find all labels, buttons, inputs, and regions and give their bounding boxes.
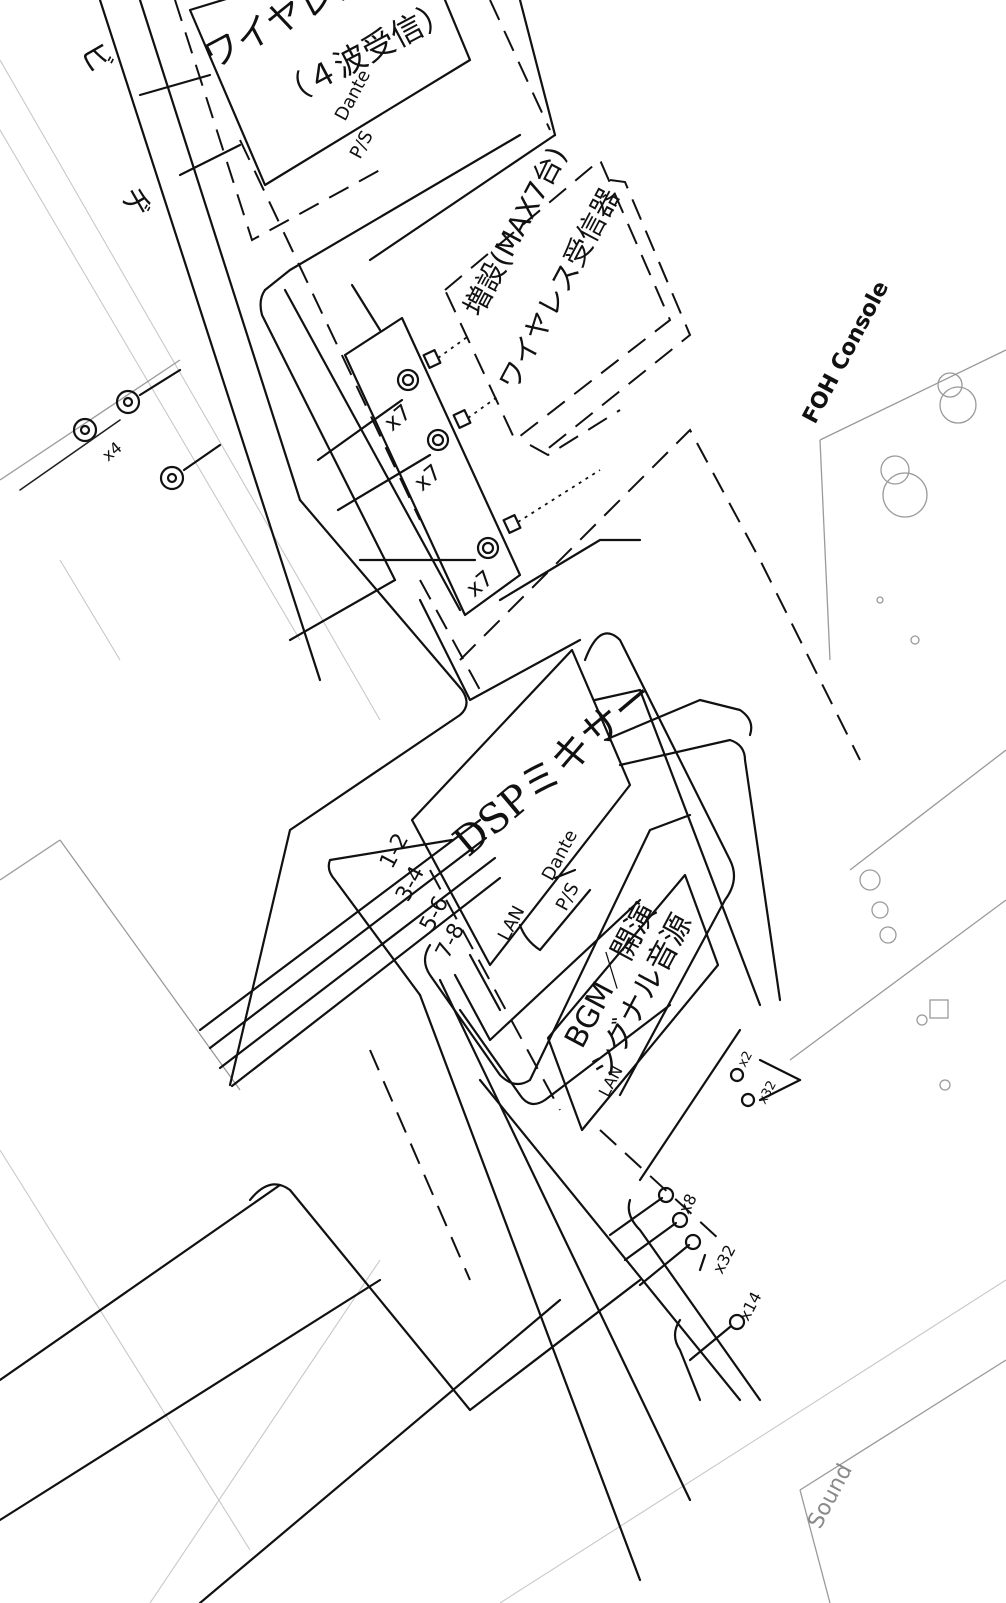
expansion-receivers-box bbox=[443, 158, 692, 457]
bnc-connector-icon bbox=[426, 428, 450, 452]
lower-cable-bundle bbox=[0, 978, 802, 1603]
bnc-connector-icon bbox=[476, 536, 500, 560]
dsp-mixer-ps: P/S bbox=[552, 879, 584, 914]
antenna-icon bbox=[115, 389, 141, 415]
antenna-icon bbox=[159, 465, 185, 491]
main-loop-lines bbox=[228, 428, 861, 1087]
connector-icon bbox=[671, 1211, 689, 1229]
connector-icon bbox=[728, 1313, 746, 1331]
foh-console-label: FOH Console bbox=[798, 277, 894, 428]
dsp-mixer-lan: LAN bbox=[494, 902, 530, 944]
bnc-connector-icon bbox=[396, 368, 420, 392]
connector-x2: x2 bbox=[735, 1049, 756, 1070]
wireless-receiver-box bbox=[138, 0, 472, 242]
connector-icon bbox=[729, 1067, 745, 1083]
antenna-group bbox=[19, 368, 222, 491]
antenna-count: x4 bbox=[98, 438, 125, 465]
splitter-x7-c: x7 bbox=[462, 566, 499, 603]
connector-icon bbox=[684, 1233, 702, 1251]
foh-console-panel bbox=[859, 372, 977, 1091]
output-connectors bbox=[608, 1067, 756, 1362]
splitter-x7-a: x7 bbox=[380, 400, 417, 437]
connector-x14: x14 bbox=[735, 1289, 766, 1324]
left-vertical-text: ビ bbox=[73, 37, 118, 80]
connector-icon bbox=[657, 1186, 675, 1204]
antenna-distributor-box bbox=[316, 316, 601, 617]
cable-loops bbox=[369, 632, 782, 1281]
receiver-trunk-lines bbox=[98, 0, 557, 682]
bgm-source-box bbox=[546, 873, 720, 1132]
dsp-mixer-title: DSPミキサー bbox=[445, 672, 663, 866]
background-lines bbox=[0, 59, 1006, 1603]
sound-label: Sound bbox=[803, 1460, 858, 1533]
connector-icon bbox=[740, 1092, 756, 1108]
dsp-mixer-box bbox=[198, 648, 632, 1088]
connector-x32-bottom: x32 bbox=[709, 1242, 740, 1277]
splitter-x7-b: x7 bbox=[410, 460, 447, 497]
left-vertical-text-2: ヂ bbox=[113, 182, 158, 225]
antenna-icon bbox=[72, 417, 98, 443]
